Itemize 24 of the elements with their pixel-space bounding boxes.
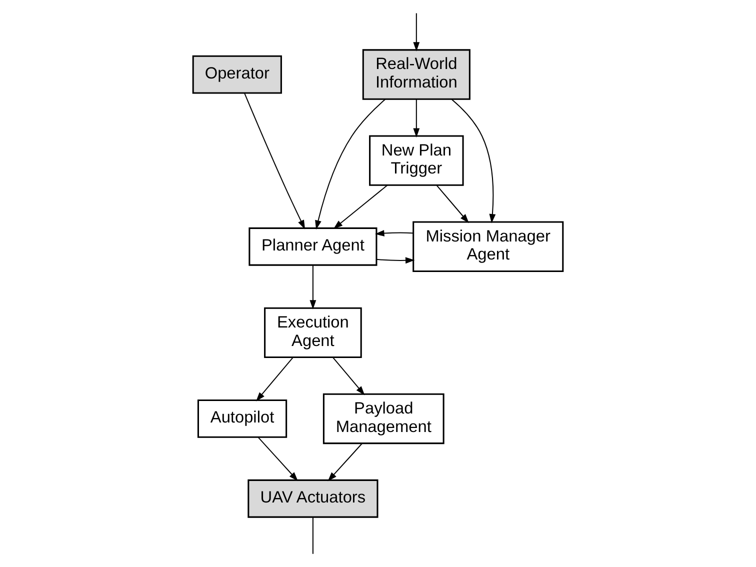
node-box: New Plan Trigger: [369, 135, 464, 186]
node-box: Mission Manager Agent: [412, 221, 564, 272]
arrow: [315, 98, 386, 230]
node-box: Operator: [192, 55, 282, 94]
arrow: [244, 92, 306, 230]
node-box: UAV Actuators: [248, 479, 378, 518]
node-box: Planner Agent: [248, 227, 378, 266]
arrow: [328, 443, 362, 482]
arrow: [333, 184, 388, 229]
arrow: [332, 357, 365, 396]
arrow: [413, 99, 420, 138]
arrow: [256, 357, 294, 402]
arrow: [310, 265, 316, 310]
arrow: [436, 185, 469, 224]
connector: [312, 517, 314, 554]
node-box: Execution Agent: [264, 307, 362, 358]
arrow: [413, 13, 420, 52]
arrow: [375, 230, 414, 236]
arrow: [376, 257, 415, 264]
node-box: Autopilot: [197, 400, 288, 438]
arrow: [258, 437, 298, 482]
arrow: [451, 98, 496, 224]
node-box: Real-World Information: [362, 49, 470, 100]
node-box: Payload Management: [322, 393, 444, 444]
